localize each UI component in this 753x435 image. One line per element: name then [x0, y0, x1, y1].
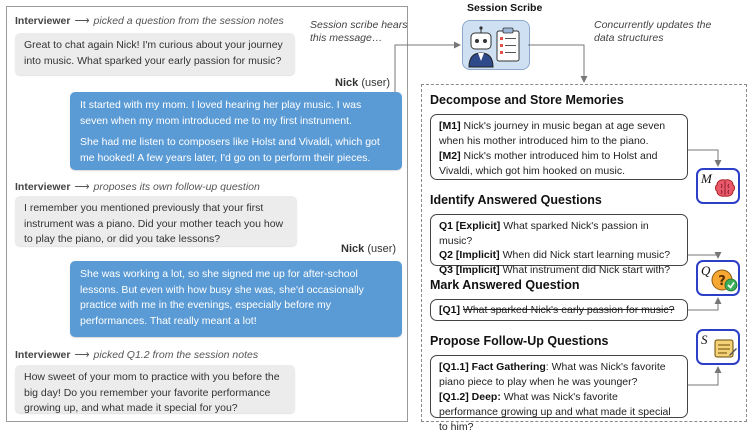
- user-label-2: Nick (user): [341, 243, 397, 255]
- interviewer-message-1: Great to chat again Nick! I'm curious ab…: [15, 33, 295, 75]
- speaker-label: Interviewer: [15, 349, 71, 361]
- data-structures-panel: [421, 84, 747, 422]
- user-label-1: Nick (user): [335, 77, 391, 89]
- identify-card: Q1 [Explicit] What sparked Nick's passio…: [430, 214, 688, 276]
- answered-question-item: Q3 [Implicit] What instrument did Nick s…: [439, 263, 671, 276]
- interviewer-header-3: Interviewer⟶picked Q1.2 from the session…: [15, 349, 258, 361]
- struck-question: What sparked Nick's early passion for mu…: [462, 304, 675, 316]
- speaker-note: proposes its own follow-up question: [93, 181, 260, 193]
- memory-item-m2: [M2] Nick's mother introduced him to Hol…: [439, 150, 658, 177]
- scribe-updates-note: Concurrently updates the data structures: [594, 19, 712, 44]
- speaker-label: Interviewer: [15, 181, 71, 193]
- identify-title: Identify Answered Questions: [430, 193, 602, 207]
- user-message-1: It started with my mom. I loved hearing …: [70, 92, 402, 170]
- question-bank-icon: Q ?: [696, 260, 740, 296]
- scribe-robot-icon: [462, 20, 530, 70]
- interviewer-header-1: Interviewer⟶picked a question from the s…: [15, 15, 284, 27]
- mark-card: [Q1] What sparked Nick's early passion f…: [430, 299, 688, 321]
- interviewer-message-2: I remember you mentioned previously that…: [15, 196, 297, 246]
- right-arrow-icon: ⟶: [74, 181, 90, 193]
- speaker-label: Interviewer: [15, 15, 71, 27]
- svg-text:?: ?: [718, 274, 726, 289]
- right-arrow-icon: ⟶: [74, 349, 90, 361]
- memories-title: Decompose and Store Memories: [430, 93, 624, 107]
- followup-item-q12: [Q1.2] Deep: What was Nick's favorite pe…: [439, 391, 671, 433]
- scroll-notes-icon: [714, 339, 737, 358]
- memories-card: [M1] Nick's journey in music began at ag…: [430, 114, 688, 180]
- brain-icon: [715, 179, 735, 197]
- session-notes-icon: S: [696, 329, 740, 365]
- followup-card: [Q1.1] Fact Gathering: What was Nick's f…: [430, 355, 688, 433]
- followup-title: Propose Follow-Up Questions: [430, 334, 609, 348]
- user-message-2: She was working a lot, so she signed me …: [70, 261, 402, 337]
- speaker-note: picked a question from the session notes: [93, 15, 284, 27]
- answered-question-item: Q1 [Explicit] What sparked Nick's passio…: [439, 220, 649, 247]
- memory-item-m1: [M1] Nick's journey in music began at ag…: [439, 120, 666, 147]
- question-check-icon: ?: [711, 269, 738, 292]
- scribe-hears-note: Session scribe hears this message…: [310, 19, 408, 44]
- interviewer-message-3: How sweet of your mom to practice with y…: [15, 365, 295, 414]
- answered-question-item: Q2 [Implicit] When did Nick start learni…: [439, 249, 671, 261]
- scribe-title: Session Scribe: [467, 2, 543, 14]
- right-arrow-icon: ⟶: [74, 15, 90, 27]
- followup-item-q11: [Q1.1] Fact Gathering: What was Nick's f…: [439, 361, 666, 388]
- conversation-panel: [6, 6, 408, 422]
- user-message-para: She had me listen to composers like Hols…: [80, 136, 380, 164]
- speaker-note: picked Q1.2 from the session notes: [93, 349, 259, 361]
- interviewer-header-2: Interviewer⟶proposes its own follow-up q…: [15, 181, 260, 193]
- mark-title: Mark Answered Question: [430, 278, 580, 292]
- memory-bank-icon: M: [696, 168, 740, 204]
- user-message-para: It started with my mom. I loved hearing …: [80, 99, 362, 127]
